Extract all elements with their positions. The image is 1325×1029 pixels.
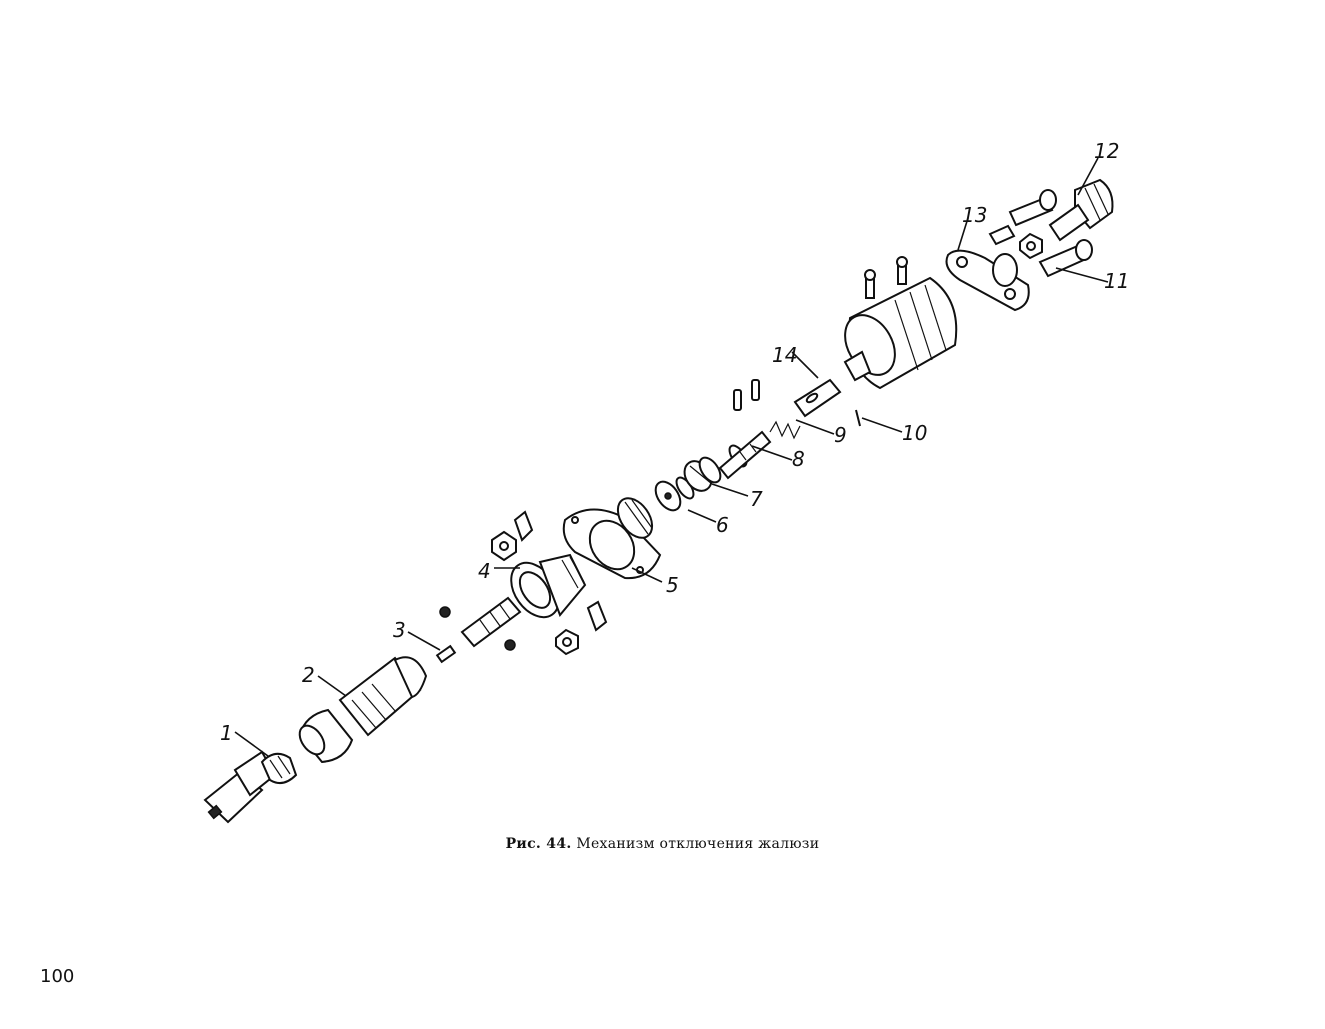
part-5-flange bbox=[562, 497, 662, 580]
part-4-gear bbox=[491, 510, 608, 656]
callout-10: 10 bbox=[902, 421, 927, 445]
callout-7: 7 bbox=[750, 487, 763, 511]
figure-title: Механизм отключения жалюзи bbox=[576, 836, 820, 852]
callout-labels: 1 2 3 4 5 6 7 8 9 10 11 12 13 14 bbox=[220, 139, 1129, 745]
upper-bolts bbox=[988, 189, 1057, 246]
part-7-spring-cup bbox=[683, 456, 722, 492]
callout-5: 5 bbox=[666, 573, 679, 597]
callout-13: 13 bbox=[962, 203, 987, 227]
part-9-spring bbox=[769, 420, 801, 440]
part-6-disc bbox=[654, 476, 695, 512]
callout-9: 9 bbox=[834, 423, 847, 447]
part-8-shaft bbox=[718, 430, 772, 480]
callout-2: 2 bbox=[302, 663, 315, 687]
callout-3: 3 bbox=[393, 618, 406, 642]
callout-6: 6 bbox=[716, 513, 729, 537]
callout-14: 14 bbox=[772, 343, 797, 367]
part-1-fork bbox=[203, 750, 298, 824]
figure-caption: Рис. 44. Механизм отключения жалюзи bbox=[0, 836, 1325, 852]
part-12-fork bbox=[1048, 178, 1114, 242]
part-3-pin bbox=[435, 606, 516, 664]
nut bbox=[1019, 232, 1043, 260]
part-13-bracket bbox=[945, 249, 1030, 312]
electromagnet-housing bbox=[843, 256, 958, 390]
part-14-lever bbox=[793, 378, 842, 418]
callout-11: 11 bbox=[1104, 269, 1129, 293]
part-2-sleeve bbox=[298, 656, 428, 764]
page-number: 100 bbox=[40, 966, 75, 987]
pins bbox=[733, 379, 760, 411]
figure-number: Рис. 44. bbox=[505, 836, 572, 852]
leader-lines bbox=[234, 157, 1109, 757]
part-10-split-pin bbox=[855, 409, 861, 427]
callout-1: 1 bbox=[220, 721, 233, 745]
callout-4: 4 bbox=[478, 559, 491, 583]
callout-12: 12 bbox=[1094, 139, 1119, 163]
shaft bbox=[460, 596, 522, 648]
part-11-bolt bbox=[1038, 239, 1093, 278]
callout-8: 8 bbox=[792, 447, 805, 471]
